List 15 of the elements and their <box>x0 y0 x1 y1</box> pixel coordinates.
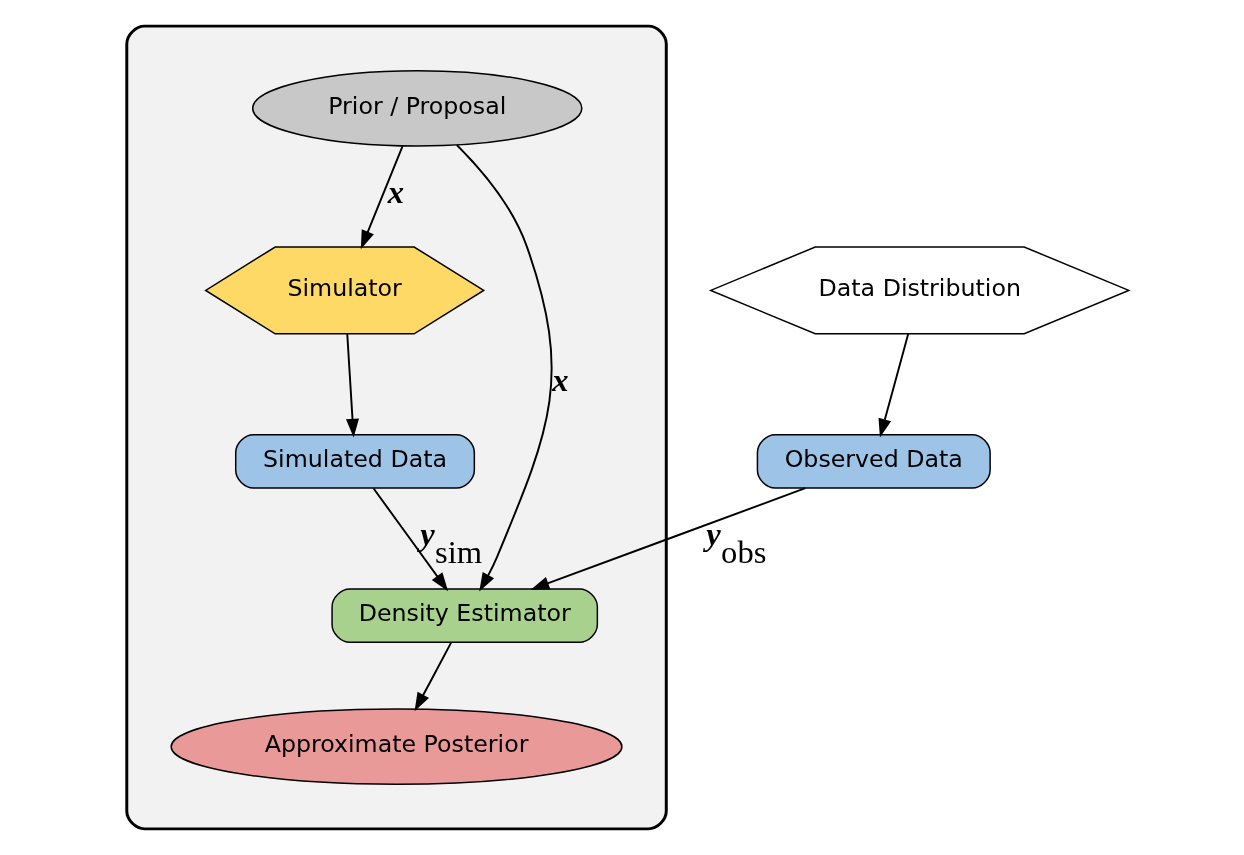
node-ellipse: Approximate Posterior <box>170 708 623 786</box>
arrow <box>345 332 360 438</box>
node-box: Density Estimator <box>331 588 599 643</box>
arrow <box>878 332 910 438</box>
arrow <box>360 145 404 250</box>
arrow <box>530 487 807 590</box>
node-box: Observed Data <box>756 434 991 489</box>
node-ellipse: Prior / Proposal <box>252 69 583 147</box>
arrow <box>372 487 449 592</box>
cluster <box>125 24 668 831</box>
node-box: Simulated Data <box>235 434 476 489</box>
arrow <box>414 641 453 712</box>
arrow <box>455 144 553 592</box>
edge-label: x <box>552 362 569 399</box>
edge-label: x <box>387 174 404 211</box>
